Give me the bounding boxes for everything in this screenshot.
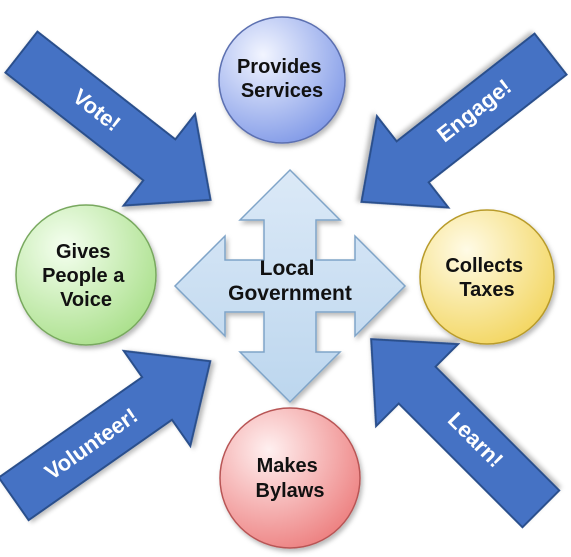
node-gives-people-a-voice-circle [15, 204, 157, 346]
center-label-line-2: Government [228, 282, 352, 305]
node-collects-taxes: Collects Taxes [419, 209, 555, 345]
arrow-vote: Vote! [4, 30, 212, 207]
arrow-learn: Learn! [370, 338, 561, 529]
center-label: Local Government [228, 257, 352, 305]
arrow-learn-shape [370, 338, 561, 529]
node-provides-services-line-2: Services [241, 80, 323, 102]
node-gives-people-a-voice-line-1: Gives [56, 241, 110, 263]
center-cross-arrow-shape [173, 168, 407, 404]
arrow-volunteer-shape [0, 349, 212, 522]
node-collects-taxes-line-2: Taxes [459, 279, 514, 301]
node-makes-bylaws-label: Makes Bylaws [256, 455, 325, 502]
node-gives-people-a-voice-line-3: Voice [60, 289, 112, 311]
node-provides-services-circle [218, 16, 346, 144]
node-provides-services-label: Provides Services [237, 56, 327, 102]
node-provides-services: Provides Services [218, 16, 346, 144]
arrow-engage-shape [360, 32, 568, 209]
node-makes-bylaws-circle [219, 407, 361, 549]
node-gives-people-a-voice-line-2: People a [42, 265, 125, 287]
node-collects-taxes-label: Collects Taxes [445, 255, 528, 301]
arrow-engage: Engage! [360, 32, 568, 209]
node-makes-bylaws: Makes Bylaws [219, 407, 361, 549]
node-makes-bylaws-line-1: Makes [257, 455, 318, 477]
arrow-volunteer: Volunteer! [0, 349, 212, 522]
node-collects-taxes-line-1: Collects [445, 255, 523, 277]
node-provides-services-line-1: Provides [237, 56, 321, 78]
center-label-line-1: Local [260, 257, 315, 280]
node-gives-people-a-voice-label: Gives People a Voice [42, 241, 130, 311]
node-makes-bylaws-line-2: Bylaws [256, 480, 325, 502]
node-gives-people-a-voice: Gives People a Voice [15, 204, 157, 346]
center-cross-arrow [173, 168, 407, 404]
arrow-vote-shape [4, 30, 212, 207]
node-collects-taxes-circle [419, 209, 555, 345]
